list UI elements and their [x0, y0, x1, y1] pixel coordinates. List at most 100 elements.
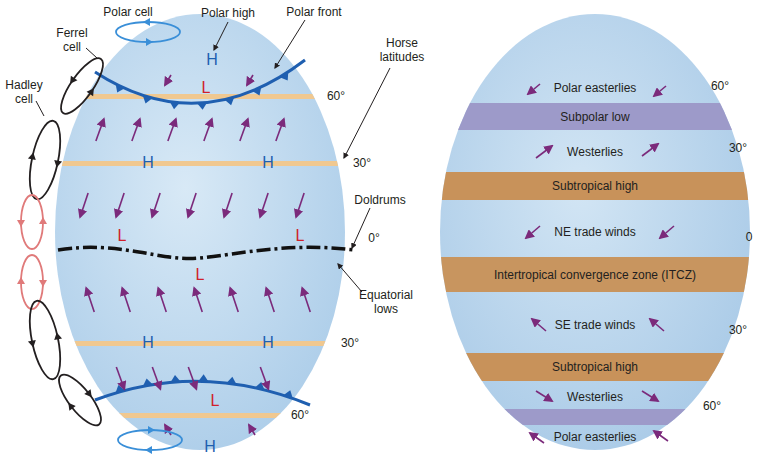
wind-arrow — [296, 193, 304, 217]
latitude-label: 0° — [368, 231, 379, 245]
cell-loop — [17, 195, 47, 249]
pressure-band: Subtropical high — [473, 353, 716, 381]
low-marker: L — [196, 266, 205, 284]
band-name: Subtropical high — [552, 360, 638, 374]
latitude-label: 30° — [353, 156, 371, 170]
high-marker: H — [142, 154, 154, 172]
equator-line — [58, 247, 354, 258]
wind-name: SE trade winds — [555, 318, 636, 332]
front-tooth — [171, 375, 181, 382]
cell-loop — [20, 297, 70, 382]
cell-loop — [20, 117, 70, 202]
cell-loop — [118, 426, 182, 454]
latitude-label: 60° — [711, 79, 729, 93]
wind-arrow — [165, 425, 171, 435]
wind-arrow — [116, 367, 124, 389]
wind-arrow — [194, 288, 202, 312]
front-tooth — [143, 95, 153, 103]
high-marker: H — [262, 334, 274, 352]
front-tooth — [170, 102, 180, 110]
band-name: Intertropical convergence zone (ITCZ) — [494, 268, 696, 282]
wind-arrow — [116, 193, 124, 217]
high-marker: H — [204, 438, 216, 456]
low-marker: L — [202, 79, 211, 97]
wind-name: Westerlies — [567, 145, 623, 159]
wind-arrows — [526, 84, 674, 443]
latitude-label: 30° — [729, 323, 747, 337]
pressure-band: Intertropical convergence zone (ITCZ) — [443, 257, 747, 292]
high-marker: H — [262, 154, 274, 172]
wind-arrow — [249, 425, 255, 435]
cell-loop — [116, 18, 180, 46]
wind-arrows — [80, 75, 310, 435]
latitude-label: 60° — [703, 399, 721, 413]
right-globe — [440, 14, 750, 450]
low-marker: L — [118, 227, 127, 245]
wind-arrow — [152, 193, 160, 217]
wind-arrow — [260, 367, 268, 389]
front-tooth — [116, 84, 125, 92]
wind-arrow — [132, 119, 140, 141]
front-tooth — [252, 87, 261, 95]
cell-name: Polar cell — [103, 5, 152, 19]
wind-arrow — [152, 367, 160, 389]
front-tooth — [225, 97, 235, 105]
wind-arrow — [80, 193, 88, 217]
wind-arrow — [302, 288, 310, 312]
latitude-label: 30° — [341, 336, 359, 350]
high-marker: H — [206, 51, 218, 69]
wind-name: Westerlies — [567, 390, 623, 404]
pressure-band: Subpolar low — [464, 103, 727, 130]
wind-arrow — [266, 288, 274, 312]
polar-front — [95, 381, 310, 405]
cell-loop — [51, 50, 113, 121]
low-marker: L — [211, 392, 220, 410]
wind-name: NE trade winds — [554, 225, 635, 239]
wind-name: Polar easterlies — [554, 81, 637, 95]
front-tooth — [280, 72, 288, 81]
front-tooth — [143, 378, 153, 386]
polar-front — [95, 60, 305, 103]
wind-arrow — [96, 119, 104, 141]
wind-arrow — [188, 193, 196, 217]
band-name: Subtropical high — [552, 179, 638, 193]
front-tooth — [255, 382, 265, 390]
zone-name: Horse latitudes — [372, 36, 432, 64]
front-tooth — [198, 374, 208, 381]
zone-name: Equatorial lows — [356, 288, 416, 316]
front-tooth — [226, 377, 236, 385]
latitude-label: 30° — [729, 141, 747, 155]
front-tooth — [197, 103, 207, 110]
latitude-label: 0 — [746, 230, 753, 244]
cell-name: Ferrel cell — [52, 26, 92, 54]
wind-arrow — [260, 193, 268, 217]
cell-loop — [49, 366, 111, 433]
wind-arrow — [247, 75, 253, 85]
wind-arrow — [240, 119, 248, 141]
cell-name: Hadley cell — [4, 78, 44, 106]
wind-arrow — [122, 288, 130, 312]
high-marker: H — [142, 334, 154, 352]
pressure-bands — [430, 103, 759, 425]
band-name: Subpolar low — [560, 110, 629, 124]
wind-arrow — [165, 75, 171, 85]
wind-arrow — [204, 119, 212, 141]
wind-arrow — [224, 193, 232, 217]
front-tooth — [283, 390, 292, 398]
wind-arrow — [188, 367, 196, 389]
cell-loop — [17, 255, 47, 309]
wind-name: Polar easterlies — [554, 430, 637, 444]
pressure-name: Polar high — [201, 6, 255, 20]
left-globe — [55, 14, 345, 450]
leader-lines — [36, 20, 390, 292]
wind-arrow — [230, 288, 238, 312]
wind-arrow — [86, 288, 94, 312]
latitude-label: 60° — [327, 89, 345, 103]
front-name: Polar front — [286, 5, 341, 19]
pressure-band: Subtropical high — [443, 172, 746, 200]
latitude-lines — [0, 94, 400, 418]
latitude-label: 60° — [291, 408, 309, 422]
front-teeth — [115, 72, 292, 399]
wind-arrow — [276, 119, 284, 141]
